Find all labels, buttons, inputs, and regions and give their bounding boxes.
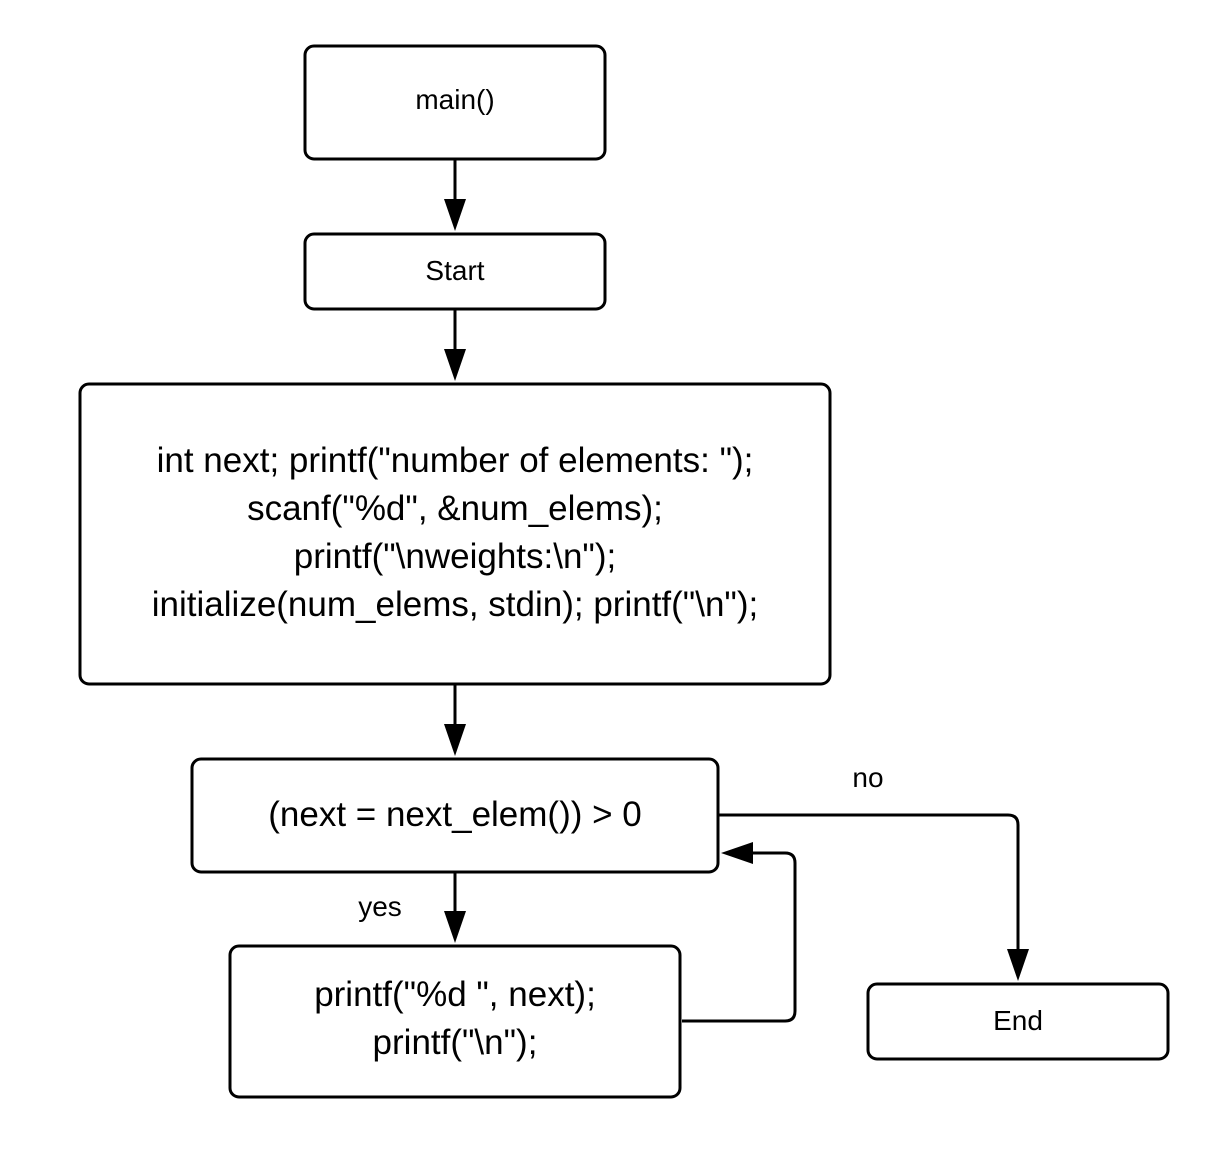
node-init-line-1: int next; printf("number of elements: ")…	[157, 441, 754, 480]
node-start-label: Start	[425, 255, 484, 286]
node-end-label: End	[993, 1005, 1043, 1036]
edge-loop-back	[682, 851, 797, 1023]
arrowhead-start	[444, 199, 466, 231]
node-init: int next; printf("number of elements: ")…	[78, 382, 832, 686]
node-main: main()	[303, 44, 607, 161]
node-print-line-1: printf("%d ", next);	[314, 975, 596, 1014]
arrowhead-init	[444, 349, 466, 381]
edge-label-yes: yes	[358, 891, 402, 922]
node-init-line-3: printf("\nweights:\n");	[294, 537, 616, 576]
node-print: printf("%d ", next); printf("\n");	[228, 944, 682, 1099]
node-condition-label: (next = next_elem()) > 0	[268, 795, 642, 834]
node-end: End	[866, 982, 1170, 1061]
edges	[444, 160, 1029, 1023]
node-init-line-4: initialize(num_elems, stdin); printf("\n…	[152, 585, 758, 624]
edge-label-no: no	[852, 762, 883, 793]
arrowhead-end	[1007, 949, 1029, 981]
arrowhead-print	[444, 911, 466, 943]
node-print-line-2: printf("\n");	[373, 1023, 538, 1062]
arrowhead-condition	[444, 724, 466, 756]
node-condition: (next = next_elem()) > 0	[190, 757, 720, 874]
arrowhead-loop	[721, 842, 753, 864]
node-main-label: main()	[415, 84, 494, 115]
node-init-line-2: scanf("%d", &num_elems);	[247, 489, 663, 528]
node-start: Start	[303, 232, 607, 311]
edge-condition-no	[718, 813, 1020, 950]
